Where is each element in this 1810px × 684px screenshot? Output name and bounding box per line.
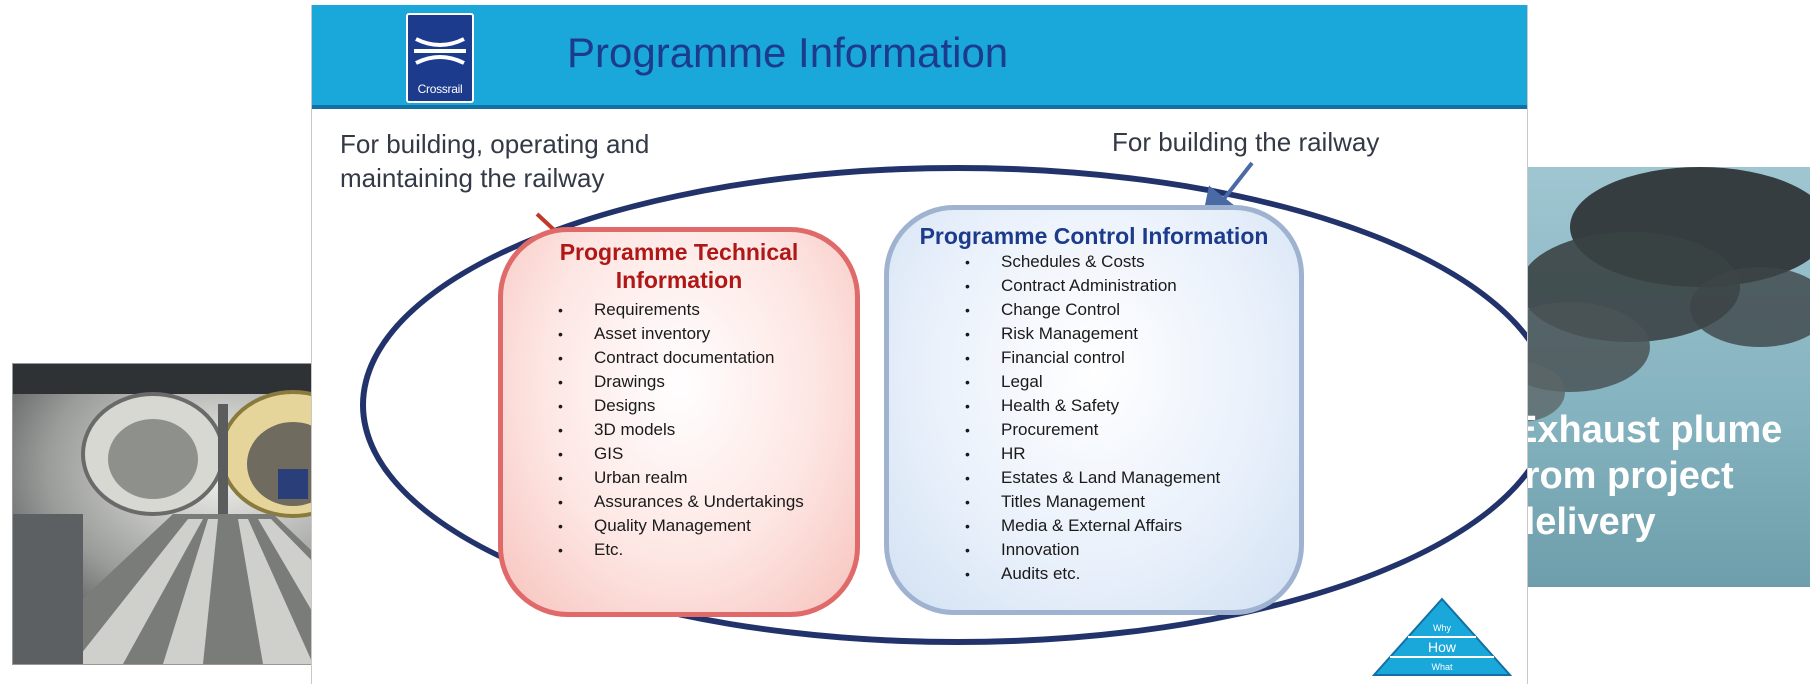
control-info-box: Programme Control Information Schedules … [884,205,1304,615]
list-item: Contract Administration [965,274,1299,298]
list-item: Designs [558,394,855,418]
why-how-what-pyramid: Why How What [1372,597,1512,676]
list-item: Health & Safety [965,394,1299,418]
list-item: Assurances & Undertakings [558,490,855,514]
list-item: Financial control [965,346,1299,370]
list-item: Change Control [965,298,1299,322]
crossrail-logo: Crossrail [406,13,474,103]
control-heading: Programme Control Information [919,223,1269,249]
technical-list: Requirements Asset inventory Contract do… [558,298,855,562]
list-item: Schedules & Costs [965,250,1299,274]
list-item: Procurement [965,418,1299,442]
crossrail-logo-icon [414,37,466,65]
list-item: Legal [965,370,1299,394]
list-item: Contract documentation [558,346,855,370]
list-item: Risk Management [965,322,1299,346]
list-item: Estates & Land Management [965,466,1299,490]
list-item: Titles Management [965,490,1299,514]
pyramid-middle-label: How [1428,639,1457,655]
list-item: Urban realm [558,466,855,490]
technical-info-box: Programme Technical Information Requirem… [498,227,860,617]
pyramid-bottom-label: What [1431,662,1453,672]
control-list: Schedules & Costs Contract Administratio… [965,250,1299,586]
slide-header: Crossrail Programme Information [312,5,1527,109]
plume-caption: Exhaust plume from project delivery [1512,409,1783,543]
logo-label: Crossrail [417,82,463,96]
page-title: Programme Information [567,29,1009,76]
list-item: 3D models [558,418,855,442]
list-item: Quality Management [558,514,855,538]
right-caption: For building the railway [1112,127,1380,157]
list-item: Media & External Affairs [965,514,1299,538]
left-caption: For building, operating and maintaining … [340,129,650,193]
technical-heading: Programme Technical Information [559,239,799,293]
list-item: Audits etc. [965,562,1299,586]
list-item: Drawings [558,370,855,394]
list-item: Innovation [965,538,1299,562]
slide: Crossrail Programme Information For buil… [311,5,1528,684]
list-item: GIS [558,442,855,466]
list-item: Requirements [558,298,855,322]
list-item: HR [965,442,1299,466]
list-item: Asset inventory [558,322,855,346]
list-item: Etc. [558,538,855,562]
pyramid-top-label: Why [1433,623,1452,633]
outer-ellipse [360,165,1527,645]
